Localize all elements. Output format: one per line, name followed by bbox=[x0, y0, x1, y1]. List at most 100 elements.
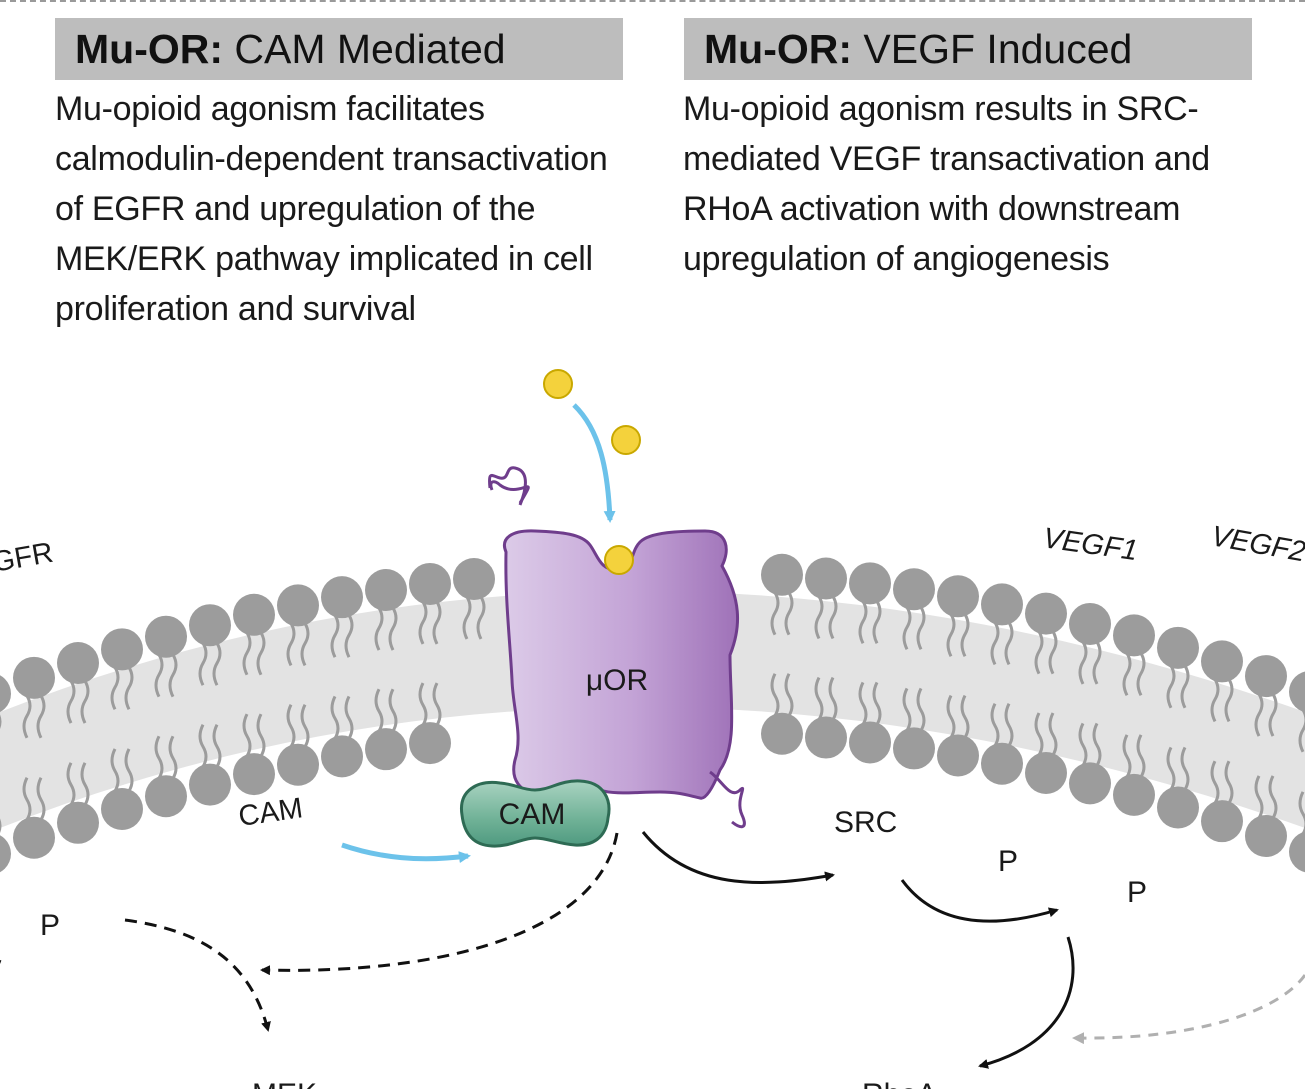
cam-complex bbox=[460, 779, 611, 848]
egfr-to-mek-dashed-arrow bbox=[124, 918, 271, 1032]
right-desc-line: mediated VEGF transactivation and bbox=[683, 140, 1210, 178]
lipid-head-icon bbox=[1113, 773, 1155, 816]
lipid-head-icon bbox=[453, 557, 495, 600]
lipid-tail-icon bbox=[1268, 775, 1278, 819]
lipid-head-icon bbox=[57, 801, 99, 844]
lipid-head-icon bbox=[145, 775, 187, 818]
lipid-tail-icon bbox=[1254, 775, 1264, 819]
lipid-head-icon bbox=[145, 615, 187, 658]
lipid-head-icon bbox=[0, 675, 11, 713]
lipid-head-icon bbox=[365, 569, 407, 612]
lipid-tail-icon bbox=[124, 666, 134, 710]
lipid-tail-icon bbox=[432, 601, 442, 645]
lipid-head-icon bbox=[0, 835, 11, 873]
lipid-tail-icon bbox=[330, 614, 340, 658]
lipid-tail-icon bbox=[374, 607, 384, 651]
lipid-head-icon bbox=[849, 721, 891, 764]
lipid-head-icon bbox=[101, 628, 143, 671]
lipid-tail-icon bbox=[168, 735, 178, 780]
lipid-tail-icon bbox=[1254, 693, 1264, 737]
bound-ligand-icon bbox=[604, 545, 634, 575]
right-panel-header: Mu-OR: VEGF Induced bbox=[684, 18, 1252, 80]
gray-dashed-arrow bbox=[1072, 974, 1305, 1045]
mek-label: MEK bbox=[252, 1078, 317, 1089]
lipid-head-icon bbox=[1289, 671, 1305, 713]
lipid-tail-icon bbox=[784, 673, 794, 717]
receptor-to-src-arrow bbox=[641, 831, 835, 885]
lipid-head-icon bbox=[13, 816, 55, 859]
lipid-head-icon bbox=[1201, 640, 1243, 683]
lipid-head-icon bbox=[981, 742, 1023, 785]
lipid-head-icon bbox=[409, 562, 451, 605]
cam-free-label: CAM bbox=[237, 792, 305, 833]
lipid-tail-icon bbox=[1224, 678, 1234, 723]
lipid-tail-icon bbox=[1298, 709, 1305, 753]
lipid-tail-icon bbox=[916, 687, 926, 732]
lipid-tail-icon bbox=[1166, 665, 1176, 709]
receptor-n-terminus-icon bbox=[489, 480, 530, 504]
lipid-tail-icon bbox=[1004, 621, 1014, 666]
lipid-tail-icon bbox=[418, 682, 428, 726]
lipid-tail-icon bbox=[1078, 641, 1088, 685]
lipid-tail-icon bbox=[110, 666, 120, 710]
lipid-tail-icon bbox=[300, 622, 310, 667]
lipid-tail-icon bbox=[1268, 693, 1278, 737]
lipid-tail-icon bbox=[388, 607, 398, 651]
p-right-label: P bbox=[1127, 876, 1147, 909]
cam-to-egfr-dashed-arrow bbox=[260, 832, 619, 976]
lipid-head-icon bbox=[189, 604, 231, 647]
lipid-tail-icon bbox=[1210, 678, 1220, 723]
lipid-tail-icon bbox=[22, 777, 32, 821]
lipid-tail-icon bbox=[902, 687, 912, 732]
lipid-tail-icon bbox=[828, 595, 838, 640]
right-description: Mu-opioid agonism results in SRC- mediat… bbox=[683, 84, 1243, 284]
lipid-tail-icon bbox=[286, 622, 296, 667]
left-title-rest: CAM Mediated bbox=[223, 26, 506, 72]
lipid-tail-icon bbox=[1180, 746, 1190, 791]
p-mid-label: P bbox=[998, 845, 1018, 878]
lipid-tail-icon bbox=[418, 601, 428, 645]
left-panel-header: Mu-OR: CAM Mediated bbox=[55, 18, 623, 80]
lipid-tail-icon bbox=[242, 713, 252, 757]
lipid-tail-icon bbox=[902, 606, 912, 650]
lipid-tail-icon bbox=[960, 694, 970, 739]
membrane-lipid-heads bbox=[0, 553, 1305, 873]
lipid-tail-icon bbox=[256, 631, 266, 676]
lipid-tail-icon bbox=[462, 596, 472, 640]
lipid-head-icon bbox=[13, 656, 55, 699]
right-desc-line: RHoA activation with downstream bbox=[683, 190, 1181, 228]
lipid-tail-icon bbox=[990, 621, 1000, 666]
lipid-tail-icon bbox=[374, 688, 384, 732]
src-to-vegf-arrow bbox=[900, 879, 1059, 923]
lipid-tail-icon bbox=[1224, 760, 1234, 804]
lipid-tail-icon bbox=[858, 600, 868, 645]
lipid-tail-icon bbox=[198, 723, 208, 768]
lipid-tail-icon bbox=[256, 713, 266, 757]
lipid-tail-icon bbox=[168, 653, 178, 698]
p-left-label: P bbox=[40, 909, 60, 942]
lipid-tail-icon bbox=[66, 762, 76, 806]
lipid-tail-icon bbox=[960, 613, 970, 657]
lipid-tail-icon bbox=[1048, 630, 1058, 675]
left-desc-line: of EGFR and upregulation of the bbox=[55, 190, 536, 228]
lipid-tail-icon bbox=[1034, 630, 1044, 675]
lipid-tail-icon bbox=[242, 631, 252, 676]
receptor-loop-icon bbox=[488, 466, 527, 506]
lipid-tail-icon bbox=[1078, 722, 1088, 767]
lipid-tail-icon bbox=[388, 688, 398, 732]
left-description: Mu-opioid agonism facilitates calmodulin… bbox=[55, 84, 635, 334]
left-desc-line: MEK/ERK pathway implicated in cell bbox=[55, 240, 593, 278]
lipid-head-icon bbox=[1245, 655, 1287, 698]
rhoa-label: RhoA bbox=[862, 1078, 937, 1089]
lipid-head-icon bbox=[1025, 752, 1067, 795]
lipid-tail-icon bbox=[286, 704, 296, 748]
lipid-head-icon bbox=[937, 734, 979, 777]
membrane-band bbox=[0, 591, 1305, 828]
lipid-head-icon bbox=[1157, 626, 1199, 669]
lipid-tail-icon bbox=[1298, 791, 1305, 835]
lipid-tail-icon bbox=[36, 695, 46, 739]
mu-opioid-receptor bbox=[488, 466, 746, 829]
lipid-head-icon bbox=[1113, 614, 1155, 657]
lipid-tail-icon bbox=[344, 614, 354, 658]
